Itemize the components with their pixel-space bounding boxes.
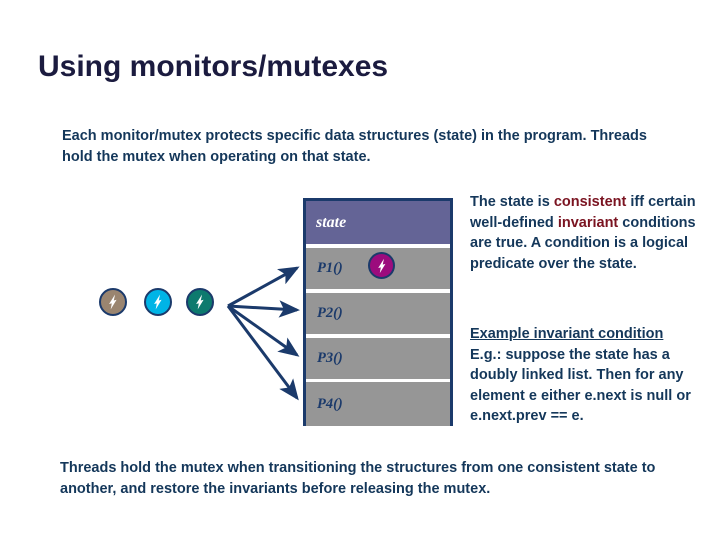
arrow-to-p2 — [227, 300, 300, 318]
p2-bold-enextprev: e.next.prev == e — [470, 408, 580, 424]
arrow-to-p1 — [227, 266, 300, 308]
lightning-bolt-icon — [109, 294, 117, 310]
arrow-to-p4 — [226, 305, 299, 401]
p2-bold-e: e — [528, 387, 537, 404]
page-title: Using monitors/mutexes — [38, 50, 389, 83]
state-row-p4[interactable]: P4() — [306, 382, 450, 426]
mutex-lock-token-lightning-icon[interactable] — [368, 252, 395, 279]
thread-token-2-lightning-icon[interactable] — [144, 288, 172, 316]
lightning-bolt-icon — [196, 294, 204, 310]
state-row-p3[interactable]: P3() — [306, 338, 450, 379]
example-heading: Example invariant condition — [470, 326, 664, 342]
intro-paragraph: Each monitor/mutex protects specific dat… — [62, 128, 647, 165]
p2-part-b: either — [536, 387, 585, 404]
lightning-bolt-icon — [377, 258, 385, 273]
invariant-definition-paragraph: The state is consistent iff certain well… — [470, 192, 706, 274]
state-row-p2[interactable]: P2() — [306, 293, 450, 334]
p2-bold-enext: e.next — [584, 387, 627, 404]
p2-part-c: is null or — [626, 387, 691, 404]
arrow-to-p3 — [227, 304, 300, 357]
thread-token-1-lightning-icon[interactable] — [99, 288, 127, 316]
p1-part-a: The state is — [470, 194, 554, 210]
p2-part-a: E.g.: suppose the state has a doubly lin… — [470, 346, 684, 404]
bottom-paragraph: Threads hold the mutex when transitionin… — [60, 460, 656, 497]
p1-part-c: conditions are true. A condition is a lo… — [470, 214, 696, 272]
lightning-bolt-icon — [154, 294, 162, 310]
p1-highlight-consistent: consistent — [553, 194, 627, 210]
state-box: state P1() P2() P3() P4() — [303, 198, 453, 426]
thread-token-3-lightning-icon[interactable] — [186, 288, 214, 316]
p2-part-d: . — [579, 408, 584, 424]
state-box-header: state — [306, 201, 450, 244]
p1-part-b: iff certain well-defined — [470, 194, 696, 231]
p1-highlight-invariant: invariant — [557, 214, 619, 231]
